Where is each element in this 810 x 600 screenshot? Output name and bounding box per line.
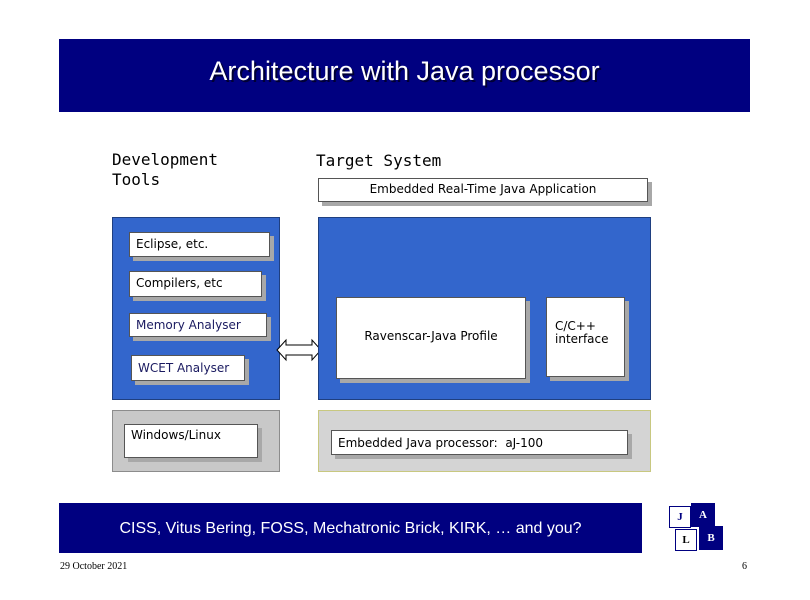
- tool-item-label: Compilers, etc: [136, 276, 223, 290]
- jalb-logo: J A L B: [665, 503, 735, 559]
- tool-item-label: WCET Analyser: [138, 361, 230, 375]
- profile-box: Ravenscar-Java Profile: [336, 297, 526, 379]
- slide-title: Architecture with Java processor: [209, 56, 600, 86]
- logo-letter-b: B: [699, 526, 723, 550]
- target-system-heading: Target System: [316, 151, 442, 170]
- page-number: 6: [742, 561, 747, 572]
- os-label: Windows/Linux: [131, 428, 221, 442]
- connection-arrow-icon: [276, 338, 322, 362]
- processor-label: Embedded Java processor: aJ-100: [338, 436, 544, 450]
- tool-item-wcet-analyser: WCET Analyser: [131, 355, 245, 381]
- title-banner: [59, 39, 750, 112]
- processor-box: Embedded Java processor: aJ-100: [331, 430, 628, 455]
- dev-tools-heading: Development Tools: [112, 150, 218, 189]
- logo-letter-l: L: [675, 529, 697, 551]
- tool-item-label: Eclipse, etc.: [136, 237, 209, 251]
- interface-label: C/C++ interface: [555, 319, 609, 346]
- logo-letter-a: A: [691, 503, 715, 527]
- bottom-banner-text: CISS, Vitus Bering, FOSS, Mechatronic Br…: [119, 520, 582, 537]
- tool-item-memory-analyser: Memory Analyser: [129, 313, 267, 337]
- footer-date: 29 October 2021: [60, 561, 128, 572]
- tool-item-label: Memory Analyser: [136, 318, 241, 332]
- tool-item-compilers: Compilers, etc: [129, 271, 262, 297]
- app-label: Embedded Real-Time Java Application: [369, 182, 597, 196]
- bottom-banner: [59, 503, 642, 553]
- app-box: Embedded Real-Time Java Application: [318, 178, 648, 202]
- logo-letter-j: J: [669, 506, 691, 528]
- interface-box: C/C++ interface: [546, 297, 625, 377]
- os-box: Windows/Linux: [124, 424, 258, 458]
- tool-item-eclipse: Eclipse, etc.: [129, 232, 270, 257]
- profile-label: Ravenscar-Java Profile: [364, 329, 498, 343]
